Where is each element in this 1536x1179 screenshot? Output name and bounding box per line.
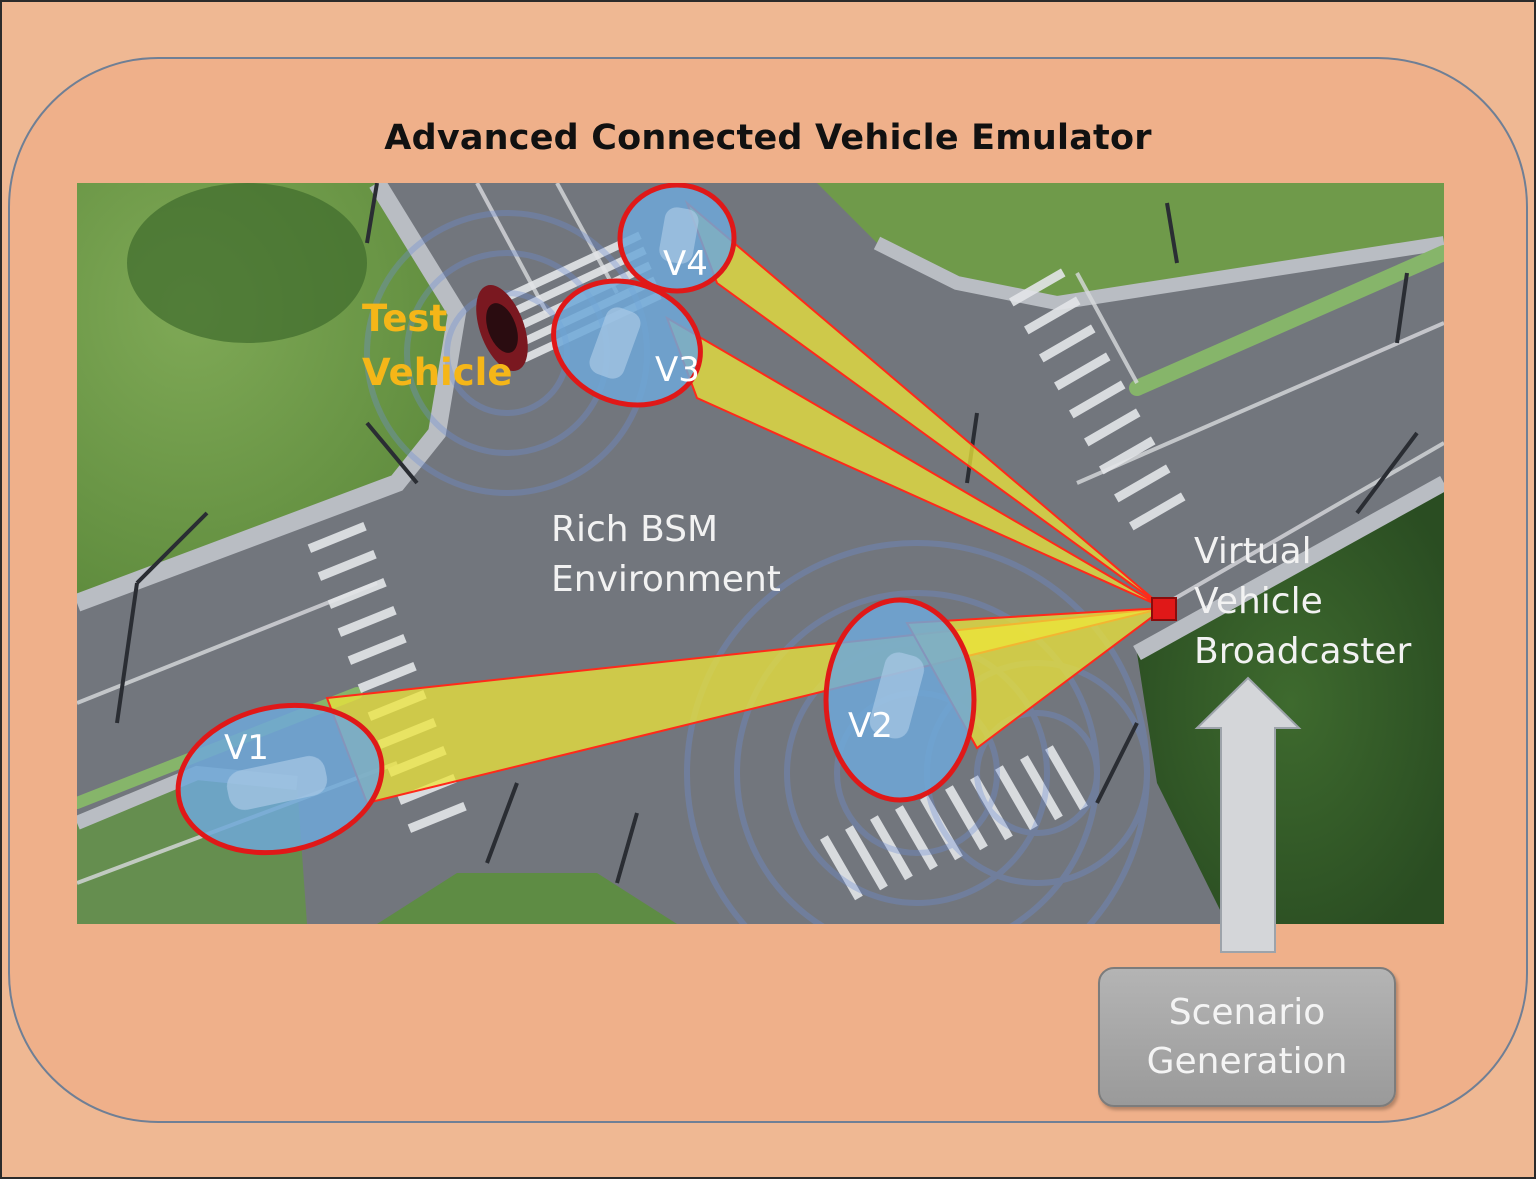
grass-bottom-center bbox=[377, 873, 677, 924]
vehicle-label-v1: V1 bbox=[224, 728, 269, 768]
up-arrow-icon bbox=[1194, 676, 1302, 953]
median-right bbox=[1129, 245, 1444, 396]
vehicle-label-v3: V3 bbox=[655, 350, 700, 390]
intersection-scene bbox=[77, 183, 1444, 924]
crosswalk-south bbox=[820, 745, 1088, 901]
diagram-title: Advanced Connected Vehicle Emulator bbox=[384, 118, 1152, 158]
light-poles bbox=[115, 183, 1419, 884]
vehicle-label-v4: V4 bbox=[663, 244, 708, 284]
grass-top-right bbox=[817, 183, 1444, 303]
curb-top-right bbox=[873, 236, 1444, 311]
crosswalk-east bbox=[1009, 268, 1186, 531]
virtual-broadcaster-label: Virtual Vehicle Broadcaster bbox=[1194, 531, 1412, 672]
signal-waves bbox=[364, 210, 1150, 924]
test-vehicle-label: Test Vehicle bbox=[362, 297, 513, 394]
intersection-map bbox=[77, 183, 1444, 924]
tree-cluster bbox=[127, 183, 367, 343]
test-vehicle-car bbox=[476, 285, 528, 371]
grass-right bbox=[1137, 483, 1444, 924]
virtual-broadcaster-device bbox=[1151, 597, 1177, 621]
scenario-generation-box: Scenario Generation bbox=[1098, 967, 1396, 1107]
vehicle-label-v2: V2 bbox=[848, 706, 893, 746]
rich-bsm-label: Rich BSM Environment bbox=[551, 509, 781, 600]
curb-right bbox=[1133, 476, 1444, 660]
vehicle-silhouettes bbox=[226, 207, 925, 810]
curb-top-left bbox=[77, 183, 467, 612]
